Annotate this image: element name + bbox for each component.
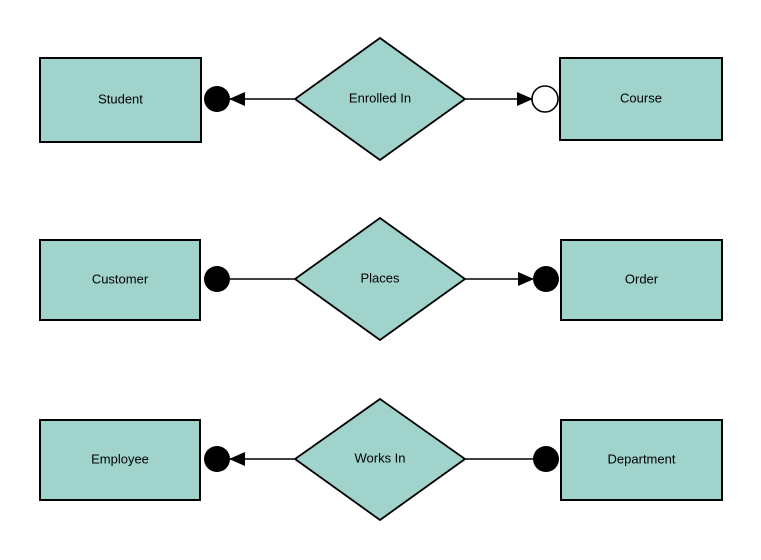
arrow-left-icon xyxy=(229,92,245,106)
filled-circle-icon xyxy=(533,266,559,292)
entity-box[interactable] xyxy=(39,419,201,501)
filled-circle-icon xyxy=(533,446,559,472)
entity-label: Course xyxy=(620,90,662,105)
filled-circle-icon xyxy=(204,266,230,292)
relationship-places[interactable]: Places xyxy=(293,216,467,342)
entity-box[interactable] xyxy=(559,57,723,141)
relationship-diamond[interactable] xyxy=(293,397,467,522)
arrow-right-icon xyxy=(518,272,534,286)
relationship-label: Enrolled In xyxy=(349,90,411,105)
entity-order[interactable]: Order xyxy=(560,239,723,321)
cardinality-many-filled-circle-student[interactable] xyxy=(204,86,245,112)
er-row-works-in: Employee Works In Department xyxy=(39,397,723,522)
entity-student[interactable]: Student xyxy=(39,57,202,143)
filled-circle-icon xyxy=(204,86,230,112)
cardinality-many-filled-circle-employee[interactable] xyxy=(204,446,245,472)
relationship-label: Works In xyxy=(354,450,405,465)
entity-course[interactable]: Course xyxy=(559,57,723,141)
cardinality-many-filled-circle-customer[interactable] xyxy=(204,266,230,292)
filled-circle-icon xyxy=(204,446,230,472)
entity-label: Order xyxy=(625,271,659,286)
entity-label: Customer xyxy=(92,271,149,286)
entity-box[interactable] xyxy=(560,239,723,321)
cardinality-many-filled-circle-department[interactable] xyxy=(533,446,559,472)
relationship-diamond[interactable] xyxy=(293,216,467,342)
entity-department[interactable]: Department xyxy=(560,419,723,501)
relationship-diamond[interactable] xyxy=(293,36,467,162)
entity-label: Department xyxy=(608,451,676,466)
relationship-label: Places xyxy=(360,270,400,285)
cardinality-many-filled-circle-order[interactable] xyxy=(518,266,559,292)
entity-customer[interactable]: Customer xyxy=(39,239,201,321)
cardinality-one-hollow-circle-course[interactable] xyxy=(517,85,559,113)
relationship-enrolled-in[interactable]: Enrolled In xyxy=(293,36,467,162)
entity-box[interactable] xyxy=(39,57,202,143)
er-row-places: Customer Places Order xyxy=(39,216,723,342)
entity-box[interactable] xyxy=(39,239,201,321)
entity-label: Student xyxy=(98,91,143,106)
relationship-works-in[interactable]: Works In xyxy=(293,397,467,522)
arrow-left-icon xyxy=(229,452,245,466)
arrow-right-icon xyxy=(517,92,533,106)
er-row-enrolled-in: Student Enrolled In Course xyxy=(39,36,723,162)
entity-box[interactable] xyxy=(560,419,723,501)
entity-employee[interactable]: Employee xyxy=(39,419,201,501)
hollow-circle-icon xyxy=(531,85,559,113)
entity-label: Employee xyxy=(91,451,149,466)
